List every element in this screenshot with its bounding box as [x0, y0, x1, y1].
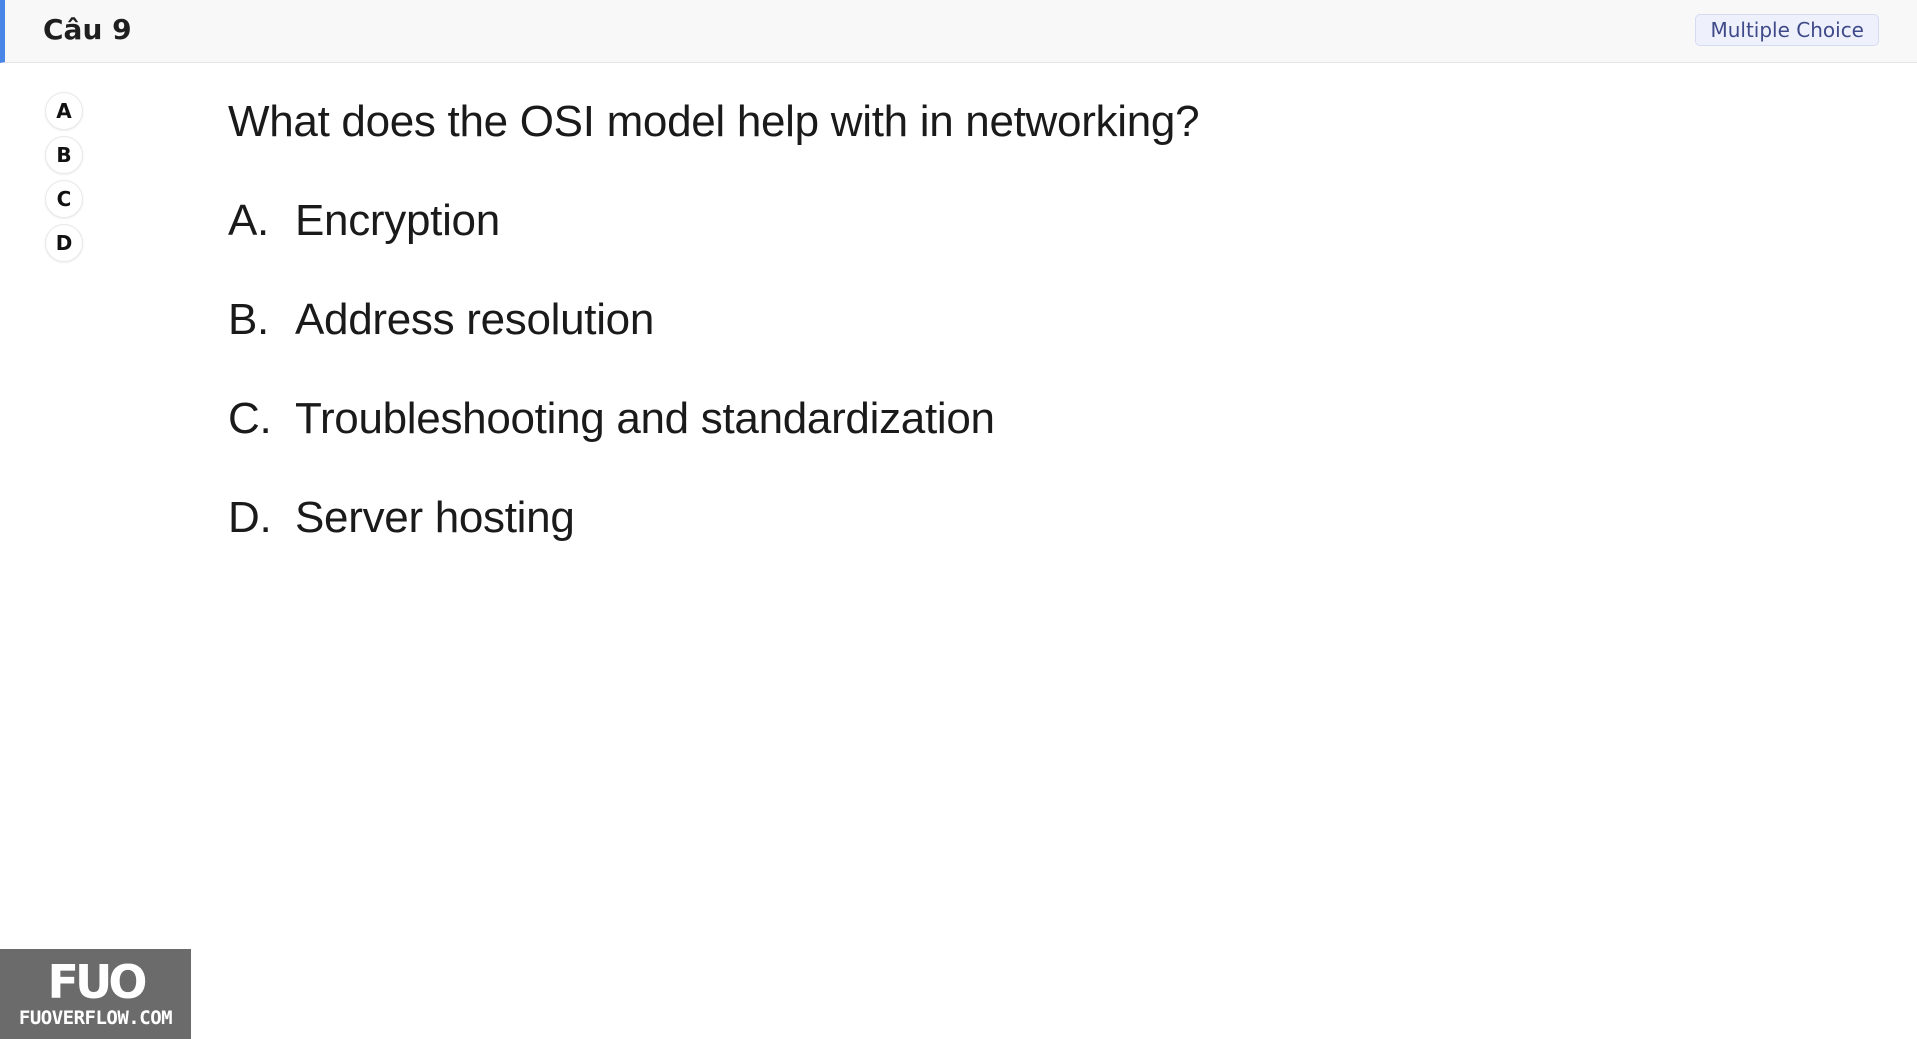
option-button-a[interactable]: A: [45, 92, 83, 130]
question-header: Câu 9 Multiple Choice: [0, 0, 1917, 63]
answer-letter: B.: [228, 295, 269, 344]
answer-choice-c: C. Troubleshooting and standardization: [228, 389, 1728, 449]
answer-choice-d: D. Server hosting: [228, 488, 1728, 548]
answer-letter: A.: [228, 196, 269, 245]
question-text: What does the OSI model help with in net…: [228, 97, 1200, 146]
answer-choice-a: A. Encryption: [228, 191, 1728, 251]
answer-text: Address resolution: [295, 295, 655, 344]
answer-letter: C.: [228, 394, 272, 443]
option-button-d[interactable]: D: [45, 224, 83, 262]
answer-text: Encryption: [295, 196, 500, 245]
answer-choice-b: B. Address resolution: [228, 290, 1728, 350]
option-button-b[interactable]: B: [45, 136, 83, 174]
fuoverflow-watermark-logo: FUO FUOVERFLOW.COM: [0, 949, 191, 1039]
option-button-c[interactable]: C: [45, 180, 83, 218]
question-image-content: What does the OSI model help with in net…: [228, 92, 1728, 548]
question-number-title: Câu 9: [43, 13, 132, 46]
answer-text: Troubleshooting and standardization: [295, 394, 995, 443]
answer-letter: D.: [228, 493, 272, 542]
answer-text: Server hosting: [295, 493, 575, 542]
logo-mark: FUO: [47, 955, 148, 1009]
answer-option-buttons: A B C D: [45, 92, 85, 268]
question-type-badge: Multiple Choice: [1695, 14, 1879, 46]
logo-domain: FUOVERFLOW.COM: [18, 1007, 173, 1029]
